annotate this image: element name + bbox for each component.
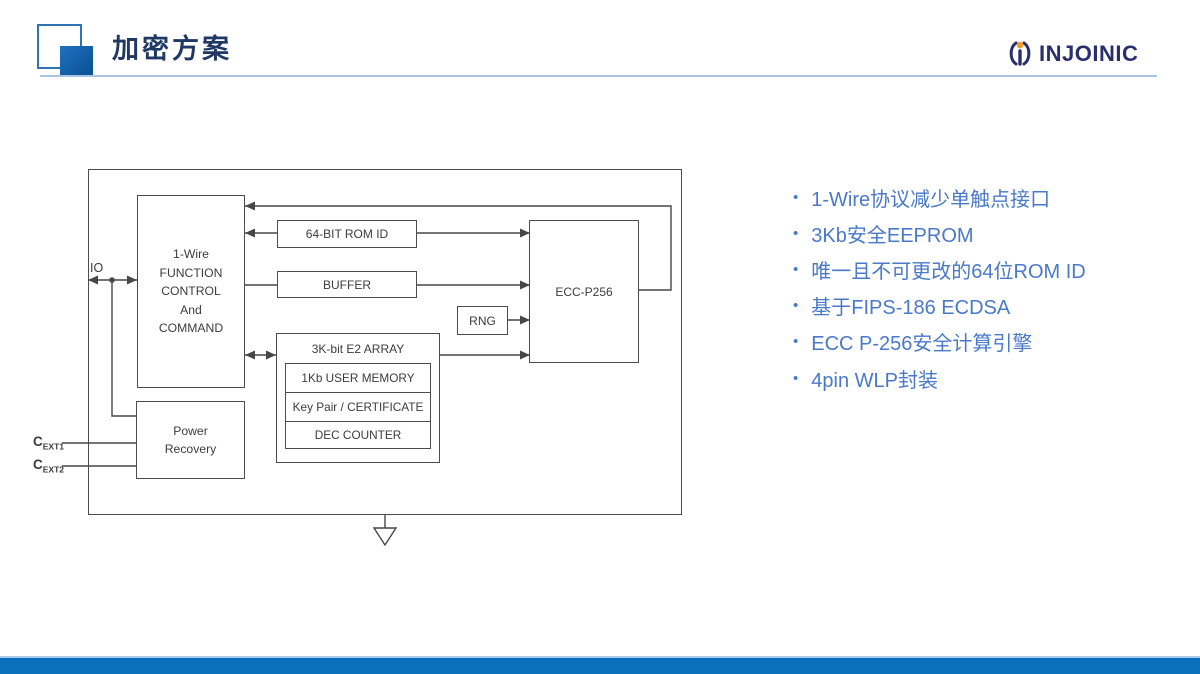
ecc-label: ECC-P256 — [555, 284, 613, 299]
e2-row-keypair-certificate: Key Pair / CERTIFICATE — [286, 392, 430, 422]
power-recovery-label: Power Recovery — [164, 423, 217, 457]
brand-mark-icon — [1009, 41, 1031, 66]
cext2-label: CEXT2 — [33, 457, 64, 475]
feature-list: 1-Wire协议减少单触点接口 3Kb安全EEPROM 唯一且不可更改的64位R… — [793, 179, 1086, 396]
brand-name: INJOINIC — [1039, 41, 1139, 66]
footer-bar — [0, 656, 1200, 674]
feature-text: 4pin WLP封装 — [811, 369, 938, 392]
cext1-base: C — [33, 434, 43, 449]
feature-text: 3Kb安全EEPROM — [811, 224, 974, 247]
brand-logo: INJOINIC — [1004, 38, 1138, 70]
power-recovery-box: Power Recovery — [136, 401, 245, 479]
e2-row-dec-counter: DEC COUNTER — [314, 428, 402, 442]
e2-array-box: 3K-bit E2 ARRAY 1Kb USER MEMORY Key Pair… — [276, 333, 440, 463]
feature-item: 3Kb安全EEPROM — [793, 215, 1086, 251]
header-deco-filled-square — [60, 46, 93, 77]
cext1-sub: EXT1 — [42, 441, 65, 452]
e2-array-title: 3K-bit E2 ARRAY — [311, 341, 405, 356]
feature-item: ECC P-256安全计算引擎 — [793, 324, 1086, 360]
page-title: 加密方案 — [112, 34, 232, 64]
cext1-label: CEXT1 — [33, 434, 64, 452]
feature-text: ECC P-256安全计算引擎 — [811, 333, 1033, 356]
e2-row-user-memory: 1Kb USER MEMORY — [301, 371, 415, 385]
io-label: IO — [90, 261, 104, 275]
feature-item: 1-Wire协议减少单触点接口 — [793, 179, 1086, 215]
rom-id-box: 64-BIT ROM ID — [277, 220, 417, 248]
rng-box: RNG — [457, 306, 508, 335]
cext2-sub: EXT2 — [42, 464, 65, 475]
feature-text: 1-Wire协议减少单触点接口 — [811, 188, 1051, 211]
feature-item: 4pin WLP封装 — [793, 360, 1086, 396]
fcc-label: 1-Wire FUNCTION CONTROL And COMMAND — [158, 247, 224, 336]
feature-item: 基于FIPS-186 ECDSA — [793, 288, 1086, 324]
feature-text: 基于FIPS-186 ECDSA — [811, 297, 1011, 320]
e2-array-rows: 1Kb USER MEMORY Key Pair / CERTIFICATE D… — [285, 363, 431, 449]
diagram-outer-box — [88, 169, 682, 515]
header-rule — [40, 75, 1157, 77]
feature-text: 唯一且不可更改的64位ROM ID — [811, 260, 1086, 283]
fcc-box: 1-Wire FUNCTION CONTROL And COMMAND — [137, 195, 245, 388]
buffer-label: BUFFER — [323, 277, 371, 292]
cext2-base: C — [33, 457, 43, 472]
ground-icon — [372, 527, 398, 547]
rom-id-label: 64-BIT ROM ID — [305, 227, 389, 241]
rng-label: RNG — [469, 313, 496, 328]
feature-item: 唯一且不可更改的64位ROM ID — [793, 251, 1086, 287]
ecc-box: ECC-P256 — [529, 220, 639, 363]
buffer-box: BUFFER — [277, 271, 417, 298]
